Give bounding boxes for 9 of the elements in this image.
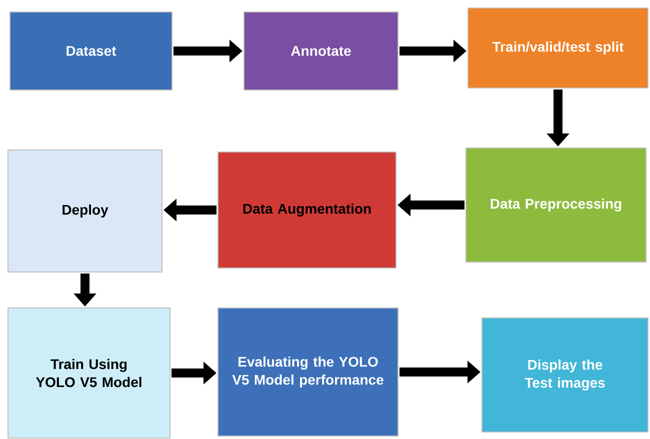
process-box: Train/valid/test split	[468, 8, 648, 88]
process-box: Dataset	[10, 12, 172, 90]
process-box: Data Augmentation	[218, 152, 396, 268]
process-box: Deploy	[8, 150, 162, 272]
process-box: Annotate	[244, 12, 398, 90]
process-box: Data Preprocessing	[466, 148, 646, 262]
process-box: Display the Test images	[482, 318, 648, 432]
process-box: Evaluating the YOLO V5 Model performance	[218, 308, 398, 436]
process-box: Train Using YOLO V5 Model	[8, 308, 170, 438]
